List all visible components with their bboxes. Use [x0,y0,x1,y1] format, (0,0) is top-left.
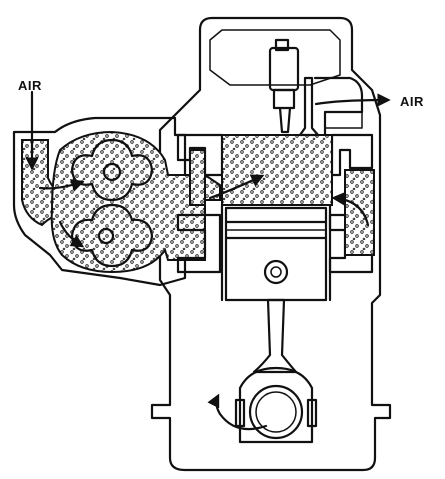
exhaust-port-inner [324,111,363,129]
connecting-rod [252,298,298,374]
engine-block-outline [150,16,392,472]
air-box-left-lower [176,213,222,274]
scavenge-flow-arrow-right [331,192,370,227]
crank-rotation-arrow [207,393,268,431]
right-port-air-fill [344,169,375,256]
left-port-air-fill [189,149,206,206]
cylinder-air-fill [221,134,333,206]
exhaust-port [313,76,364,137]
blower-rotor-lower [70,203,154,268]
air-intake-label: AIR [18,78,42,93]
blower-flow-arrow-2 [58,220,85,248]
blower-flow-arrow-1 [38,179,85,192]
blower-housing [12,116,187,287]
transfer-flow-arrow [208,174,265,200]
piston [224,206,328,302]
air-exhaust-label: AIR [400,94,424,109]
blower-air-fill [50,130,221,274]
fuel-injector [268,38,300,134]
exhaust-valve [298,76,320,137]
exhaust-flow-arrow [314,93,391,107]
blower-rotor-upper [70,138,154,202]
air-box-right [330,133,374,177]
crankshaft-big-end [234,366,318,444]
cylinder-head-inner [209,29,341,86]
